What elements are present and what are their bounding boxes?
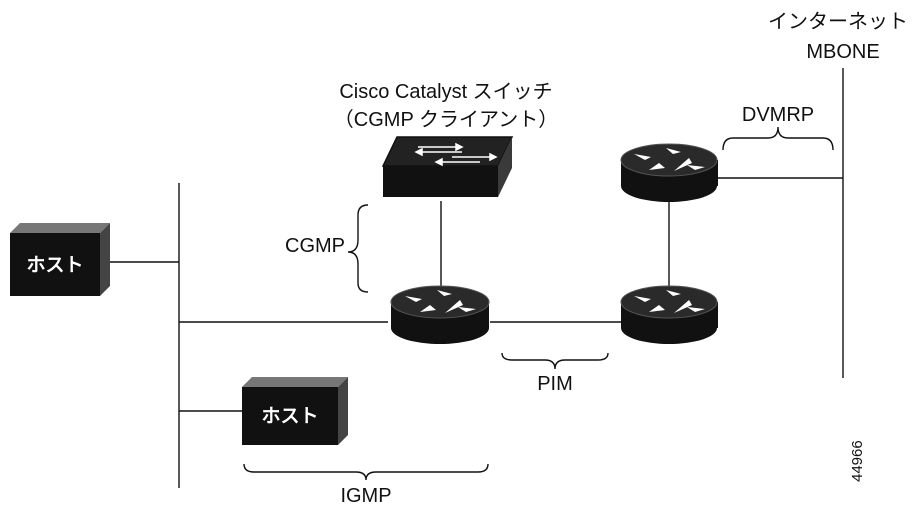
cgmp-label: CGMP (285, 235, 345, 257)
connection-lines (110, 68, 844, 488)
figure-id-label: 44966 (849, 440, 866, 482)
host-bottom-label: ホスト (261, 405, 318, 427)
switch-arrows-icon (414, 142, 498, 167)
router-arrows-icon (405, 290, 476, 313)
dvmrp-brace (722, 126, 834, 151)
mbone-label: MBONE (806, 41, 879, 63)
host-left: ホスト (10, 223, 110, 296)
host-left-label: ホスト (26, 254, 83, 276)
router-arrows-icon (634, 290, 705, 313)
igmp-brace (243, 463, 489, 481)
catalyst-switch (381, 136, 514, 197)
pim-brace (501, 352, 609, 370)
cgmp-brace (347, 204, 369, 293)
router-pim (620, 285, 718, 344)
router-main (390, 285, 490, 344)
pim-label: PIM (537, 373, 573, 395)
router-arrows-icon (634, 148, 705, 171)
switch-label-line2: （CGMP クライアント） (334, 108, 558, 131)
switch-label-line1: Cisco Catalyst スイッチ (339, 81, 552, 103)
host-bottom: ホスト (242, 377, 348, 445)
router-dvmrp (620, 143, 718, 202)
dvmrp-label: DVMRP (742, 104, 814, 126)
igmp-label: IGMP (340, 485, 391, 507)
internet-label: インターネット (768, 10, 908, 33)
